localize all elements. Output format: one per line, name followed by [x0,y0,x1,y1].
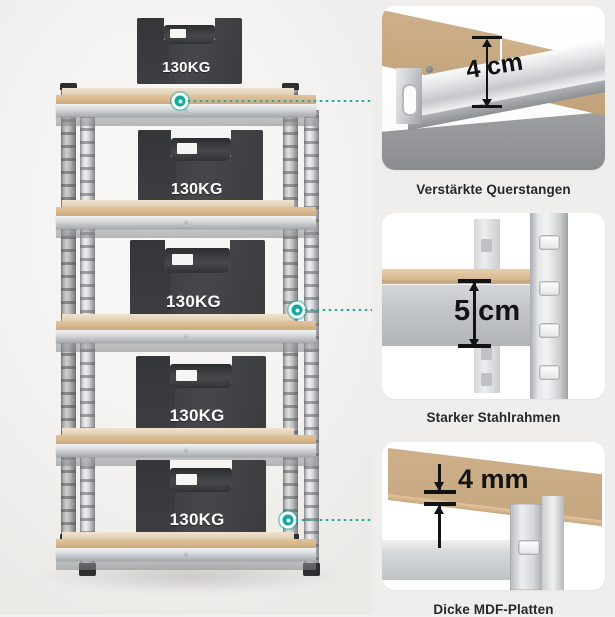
post-slot [539,281,560,296]
feature-caption: Starker Stahlrahmen [426,410,561,425]
weight-handle-hole [176,143,197,155]
mdf-board-detail-photo: 4 mm [382,442,605,590]
shelf-board-back [62,200,294,207]
front-post [530,213,568,399]
shelf-beam [56,548,316,561]
shelf-board [56,435,316,444]
weight-block-5: 130KG [136,460,266,540]
connector-dashes-2 [303,309,393,311]
post-cap-back-right [282,83,299,90]
post-slot [539,323,560,338]
steelframe-detail-photo: 5 cm [382,213,605,399]
weight-label: 130KG [162,59,211,77]
shelf-beam [56,330,316,343]
dimension-cap-top [424,490,456,494]
weight-label: 130KG [166,292,221,312]
connector-dashes-3 [294,519,392,521]
weight-handle-hole [171,253,194,266]
dimension-cap-top [472,36,502,39]
dimension-arrow-down [434,464,444,491]
shelf-beam [56,444,316,457]
weight-left-face [130,240,171,322]
post-slot [539,235,560,250]
shelf-board [56,207,316,216]
feature-caption: Verstärkte Querstangen [416,182,571,197]
weight-left-face [138,130,176,208]
rear-post-hole [481,347,492,360]
shelf-underside [56,343,316,352]
shelf-board-back [62,428,294,435]
dimension-cap-bottom [424,502,456,506]
shelf-board [56,539,316,548]
shelf-underside [56,229,316,238]
shelf-beam [56,216,316,229]
feature-caption: Dicke MDF-Platten [433,602,554,617]
dimension-arrow-up [434,505,444,548]
weight-block-2: 130KG [138,130,263,208]
weight-block-4: 130KG [136,356,266,436]
weight-left-face [136,356,175,436]
shelf-board [56,321,316,330]
dimension-arrow [482,39,492,107]
bracket-slot [402,84,418,116]
connector-dot-2 [291,304,303,316]
post-perforations [61,88,76,536]
weight-handle-hole [176,473,198,485]
mdf-board [382,269,532,280]
weight-left-face [136,460,175,540]
weight-block-3: 130KG [130,240,265,322]
weight-label: 130KG [170,180,223,198]
shelf-board-back [62,532,294,539]
weight-handle-hole [176,369,198,381]
shelf-board [56,95,316,104]
post-back-left [61,88,76,536]
connector-line-3 [282,514,392,526]
dimension-arrow [469,282,479,348]
corner-post-secondary [542,496,564,590]
mdf-board-edge [382,280,532,284]
weight-block-1: 130KG [137,18,242,84]
dimension-cap-top [458,279,491,283]
feature-card-crossbar: 4 cm Verstärkte Querstangen [382,6,605,197]
rear-post-hole [481,239,492,252]
crossbar-detail-photo: 4 cm [382,6,605,170]
feature-card-mdf: 4 mm Dicke MDF-Platten [382,442,605,617]
weight-left-face [137,18,169,84]
post-slot [539,365,560,380]
dimension-label: 5 cm [454,295,521,327]
connector-dashes-1 [186,100,390,102]
steel-beam [382,540,524,580]
post-slot [518,540,540,555]
weight-label: 130KG [169,406,225,426]
shelf-board-back [62,314,294,321]
feature-cards-panel: 4 cm Verstärkte Querstangen [372,0,615,617]
post-cap-back-left [60,83,77,90]
dimension-label: 4 mm [458,464,529,494]
connector-dot-3 [282,514,294,526]
shelf-board-back [62,88,294,95]
connector-line-2 [291,304,393,316]
weight-label: 130KG [169,510,225,530]
shelving-unit: 130KG 130KG [56,83,334,580]
product-scene: 130KG [0,0,372,615]
feature-card-steelframe: 5 cm Starker Stahlrahmen [382,213,605,425]
shelf-underside [56,117,316,126]
connector-line-1 [174,95,390,107]
screw-icon [426,66,433,73]
weight-handle-hole [169,29,187,39]
shelf-beam [56,104,316,117]
steel-beam [382,284,532,346]
connector-dot-1 [174,95,186,107]
rear-post-hole [481,373,492,386]
shelf-underside [56,561,316,570]
